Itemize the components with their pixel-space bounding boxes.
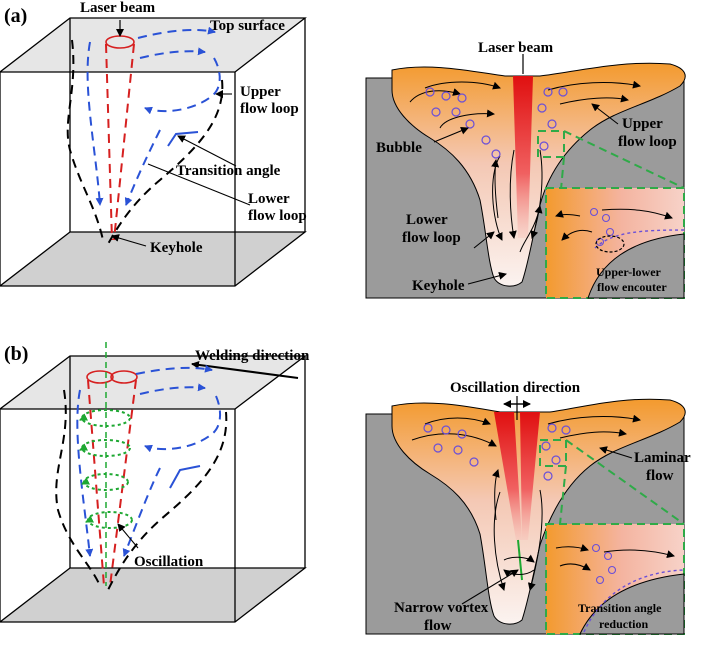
label-laminar-flow: flow: [646, 468, 674, 484]
panel-a-tag: (a): [4, 5, 27, 27]
label-lower-flow-loop-a-left: flow loop: [248, 208, 307, 224]
label-lower-a-left: Lower: [248, 191, 290, 207]
upper-flow-loop-path: [144, 57, 221, 115]
panel-b-3d-schematic: (b) Welding direction: [0, 342, 310, 623]
bubbles-b: [423, 423, 571, 481]
oscillation-loops: [79, 409, 133, 529]
transition-angle-mark: [167, 131, 199, 147]
label-welding-direction: Welding direction: [195, 348, 310, 364]
label-oscillation-direction: Oscillation direction: [450, 380, 581, 396]
laser-beam-a-right: [513, 76, 533, 238]
label-keyhole-a-left: Keyhole: [150, 240, 203, 256]
label-upper-a-left: Upper: [240, 84, 281, 100]
inset-b-label-1: Transition angle: [578, 601, 662, 615]
label-top-surface: Top surface: [210, 18, 285, 34]
label-narrow-vortex-flow: flow: [424, 618, 452, 634]
label-narrow-vortex: Narrow vortex: [394, 600, 489, 616]
weld-pool-a: [391, 62, 686, 287]
label-lower-flow-loop-a-right: flow loop: [402, 230, 461, 246]
inset-b: Transition angle reduction: [545, 523, 685, 635]
label-lower-a-right: Lower: [406, 212, 448, 228]
label-laminar: Laminar: [634, 450, 691, 466]
keyhole-boundary-left: [66, 39, 104, 241]
label-bubble: Bubble: [376, 140, 422, 156]
laser-beam-b-left: [494, 412, 522, 540]
panel-a-cross-section: Upper-lower flow encouter Laser beam Bub…: [365, 40, 686, 299]
inset-a-label-1: Upper-lower: [596, 265, 662, 279]
inset-a-label-2: flow encouter: [597, 280, 667, 294]
bubbles-a: [425, 87, 568, 159]
inset-a: Upper-lower flow encouter: [545, 187, 685, 299]
panel-b-tag: (b): [4, 343, 28, 365]
panel-a-3d-schematic: (a) Laser beam Top surface Upper f: [0, 0, 307, 287]
label-transition-angle: Transition angle: [176, 163, 281, 179]
keyhole-boundary-right: [107, 79, 224, 245]
label-flow-loop-a-left: flow loop: [240, 101, 299, 117]
label-laser-beam-a-left: Laser beam: [80, 0, 156, 16]
panel-b-cross-section: Transition angle reduction Oscillation d…: [365, 380, 691, 635]
label-laser-beam-a-right: Laser beam: [478, 40, 554, 56]
zoom-region-a: [537, 130, 565, 158]
inset-b-label-2: reduction: [599, 617, 648, 631]
lower-flow-loop-path: [124, 129, 161, 206]
label-flow-loop-a-right: flow loop: [618, 134, 677, 150]
label-oscillation: Oscillation: [134, 554, 204, 570]
label-keyhole-a-right: Keyhole: [412, 278, 465, 294]
laser-beam-b-right: [520, 412, 540, 540]
label-upper-a-right: Upper: [622, 116, 663, 132]
